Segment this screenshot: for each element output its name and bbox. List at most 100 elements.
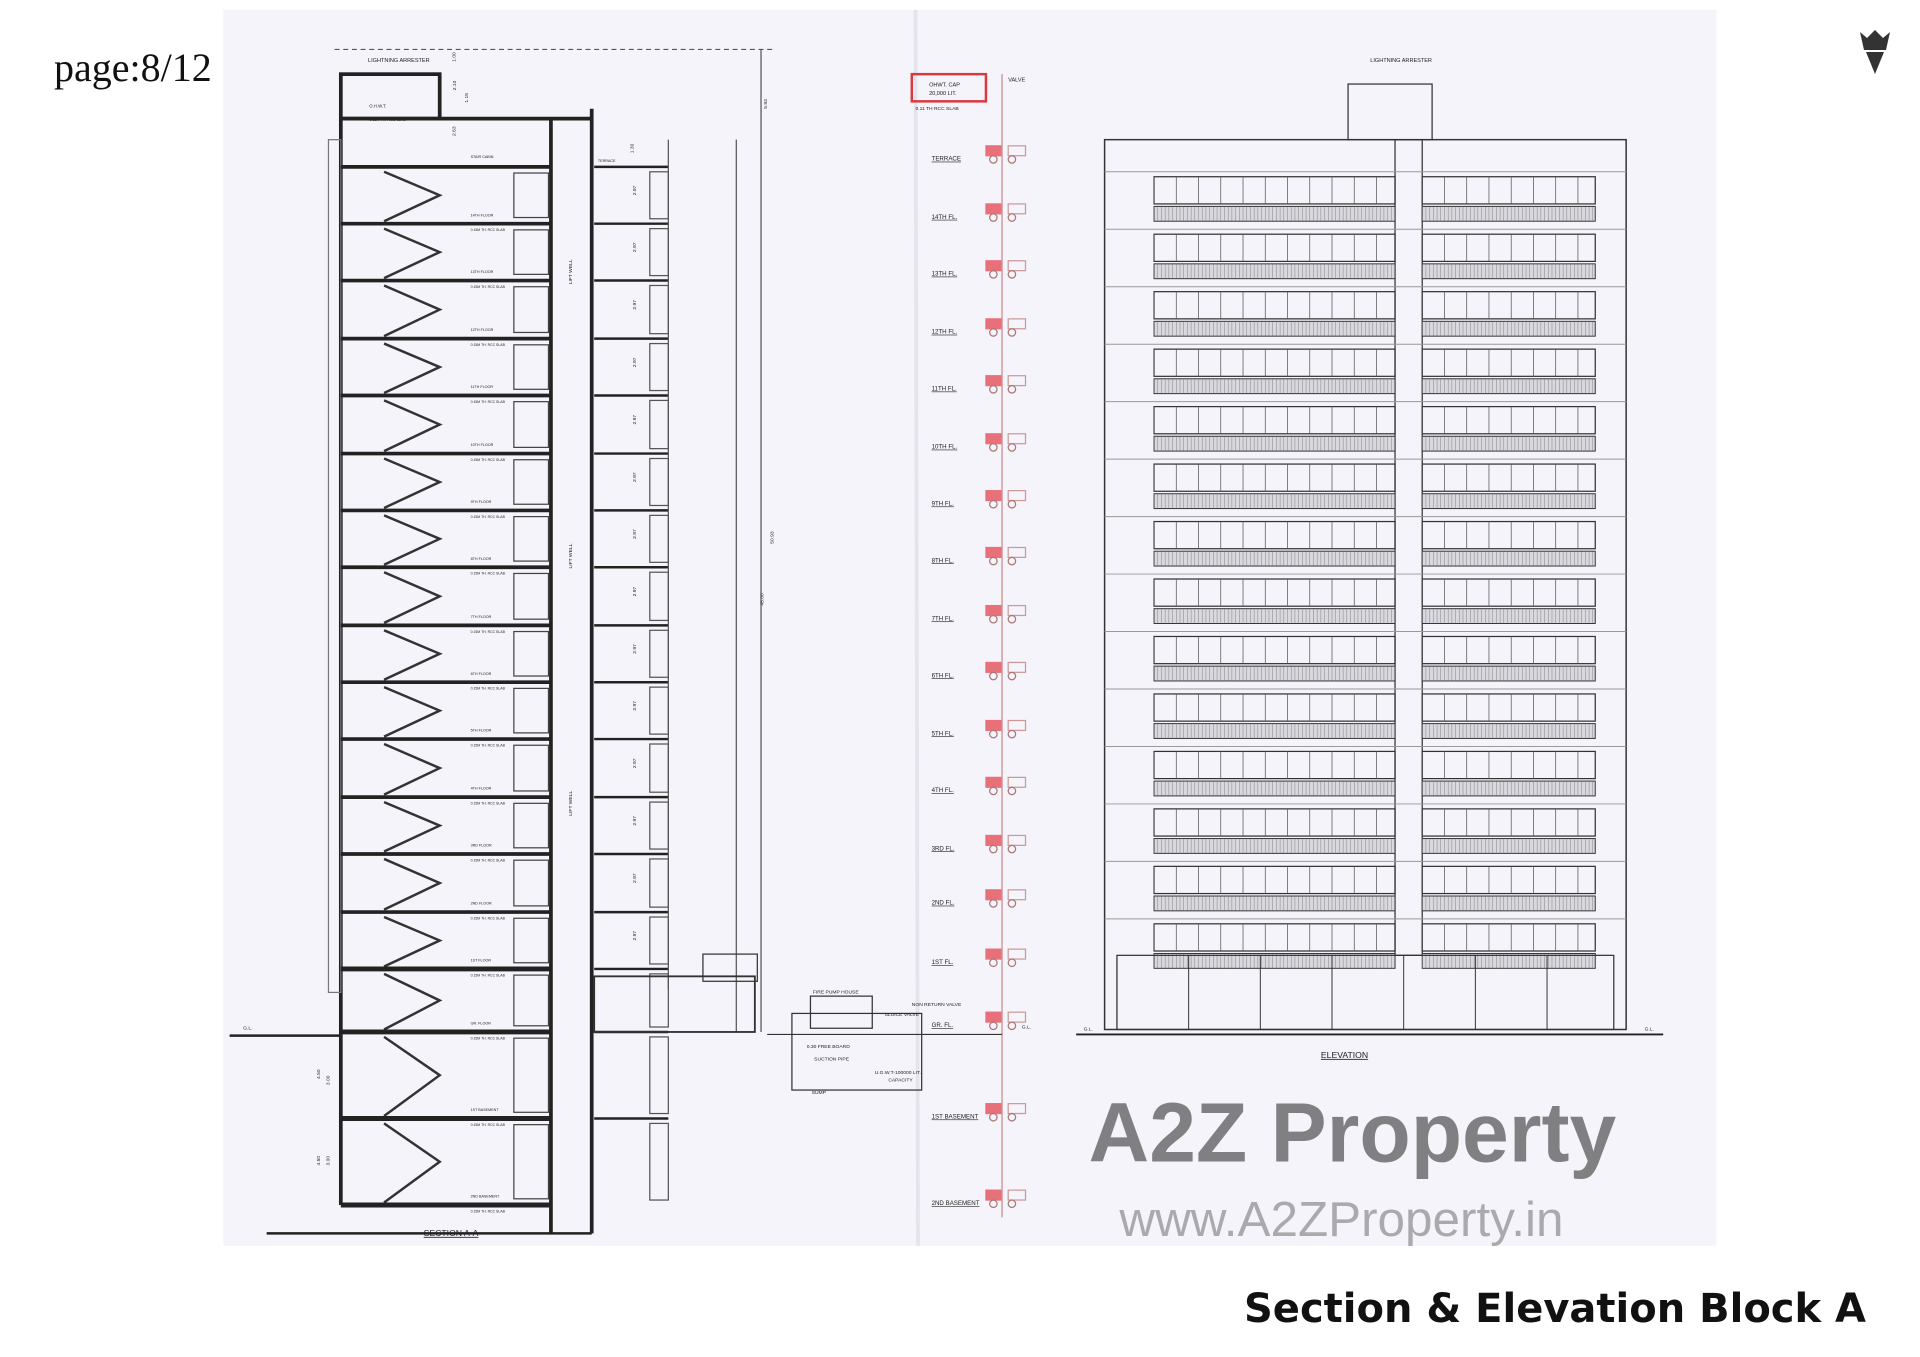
- slab-note: 0.15M TH. RCC SLAB: [471, 743, 506, 747]
- riser-level-label: 3RD FL.: [932, 845, 955, 852]
- floor-label: 7TH FLOOR: [471, 615, 492, 619]
- stair-flight: [383, 342, 443, 395]
- hose-reel-icon: [985, 719, 1002, 732]
- floor-label: 6TH FLOOR: [471, 672, 492, 676]
- extinguisher-icon: [1007, 1112, 1017, 1122]
- stair-flight: [383, 972, 443, 1031]
- entrance-canopy: [593, 975, 756, 1033]
- terrace-label: TERRACE: [598, 159, 616, 163]
- stair-flight: [383, 227, 443, 280]
- balcony-railing: [1153, 723, 1396, 739]
- stair-flight: [383, 742, 443, 796]
- stair-flight: [383, 284, 443, 338]
- extinguisher-icon: [989, 443, 998, 452]
- balcony-railing: [1153, 378, 1396, 395]
- section-title: SECTION A-A: [424, 1228, 479, 1238]
- elevation-title: ELEVATION: [1321, 1050, 1368, 1060]
- extinguisher-icon: [989, 671, 998, 681]
- balcony-railing: [1153, 895, 1396, 912]
- door-opening: [513, 974, 550, 1027]
- floor-height-dim: 2.97: [632, 472, 638, 482]
- door-opening: [513, 687, 550, 734]
- hose-reel-icon: [985, 834, 1002, 846]
- riser-level-label: 1ST BASEMENT: [932, 1113, 979, 1120]
- balcony-railing: [1153, 320, 1396, 337]
- extinguisher-icon: [989, 958, 998, 968]
- extinguisher-icon: [1007, 786, 1017, 796]
- stair-flight: [383, 514, 443, 566]
- floor-height-dim: 2.97: [632, 529, 638, 539]
- extinguisher-icon: [989, 556, 998, 566]
- stair-flight: [383, 800, 443, 853]
- slab-note: 0.15M TH. RCC SLAB: [471, 285, 506, 289]
- floor-label: 12TH FLOOR: [471, 328, 494, 332]
- stair-flight: [383, 457, 443, 510]
- door-opening: [513, 917, 550, 964]
- slab-note: 0.15M TH. RCC SLAB: [471, 630, 506, 634]
- floor-height-dim: 2.97: [632, 873, 638, 883]
- free-board-label: 0.30 FREE BOARD: [807, 1044, 851, 1050]
- hose-reel-icon: [985, 433, 1002, 445]
- balcony-railing: [1153, 493, 1396, 510]
- brand-crown-logo-icon: [1860, 30, 1890, 74]
- dimension-label: 5.93: [763, 99, 769, 109]
- stair-flight: [383, 170, 443, 223]
- hose-reel-icon: [985, 889, 1002, 901]
- floor-height-dim: 2.97: [632, 300, 638, 310]
- slab-note: 0.15M TH. RCC SLAB: [471, 228, 506, 232]
- riser-level-label: 9TH FL.: [932, 500, 955, 507]
- stair-flight: [383, 915, 443, 968]
- tank-capacity: 20,000 LIT.: [929, 91, 957, 97]
- stair-flight: [383, 1122, 442, 1204]
- valve-box-icon: [1007, 490, 1027, 502]
- extinguisher-icon: [989, 844, 998, 854]
- slab-note: 0.15M TH. RCC SLAB: [471, 802, 506, 806]
- extinguisher-icon: [989, 786, 998, 796]
- valve-label: VALVE: [1008, 78, 1025, 84]
- floor-height-dim: 2.97: [632, 931, 638, 941]
- door-opening: [513, 859, 550, 907]
- extinguisher-icon: [989, 155, 998, 164]
- extinguisher-icon: [1007, 499, 1017, 509]
- slab-note: 0.15M TH. RCC SLAB: [471, 1036, 506, 1040]
- extinguisher-icon: [989, 899, 998, 908]
- riser-level-label: 11TH FL.: [932, 386, 957, 393]
- riser-level-label: 13TH FL.: [932, 271, 958, 278]
- valve-box-icon: [1007, 1011, 1027, 1023]
- slab-note: 0.15M TH. RCC SLAB: [471, 1209, 506, 1213]
- valve-box-icon: [1007, 260, 1027, 272]
- floor-height-dim: 2.97: [632, 415, 638, 425]
- hose-reel-icon: [985, 776, 1002, 788]
- extinguisher-icon: [1007, 844, 1017, 854]
- stair-flight: [383, 857, 443, 911]
- floor-label: 14TH FLOOR: [471, 213, 494, 217]
- sluice-valve-label: SLUICE VALVE: [885, 1012, 920, 1018]
- extinguisher-icon: [1007, 384, 1017, 394]
- hose-reel-icon: [985, 1189, 1002, 1201]
- riser-level-label: 6TH FL.: [932, 672, 955, 679]
- floor-label: 11TH FLOOR: [471, 385, 494, 389]
- hose-reel-icon: [985, 318, 1002, 330]
- hose-reel-icon: [985, 1103, 1002, 1115]
- balcony-railing: [1153, 608, 1396, 624]
- lift-well-label: LIFT WELL: [568, 543, 574, 568]
- page-number: page:8/12: [54, 45, 212, 90]
- stair-flight: [383, 399, 443, 453]
- extinguisher-icon: [1007, 270, 1017, 279]
- riser-level-label: 2ND FL.: [932, 900, 955, 907]
- valve-box-icon: [1007, 375, 1027, 387]
- balcony-railing: [1153, 205, 1396, 222]
- paper-scan: [223, 9, 1717, 1246]
- extinguisher-icon: [1007, 899, 1017, 908]
- watermark-top: A2Z Property: [1089, 1086, 1617, 1180]
- lift-well-label: LIFT WELL: [568, 259, 574, 284]
- door-opening: [513, 286, 550, 334]
- door-opening: [513, 630, 550, 677]
- hose-reel-icon: [985, 604, 1002, 617]
- valve-box-icon: [1007, 889, 1027, 901]
- slab-note: 0.15M TH. RCC SLAB: [471, 1123, 506, 1127]
- floor-label: 1ST FLOOR: [471, 959, 492, 963]
- floor-label: 2ND FLOOR: [471, 902, 492, 906]
